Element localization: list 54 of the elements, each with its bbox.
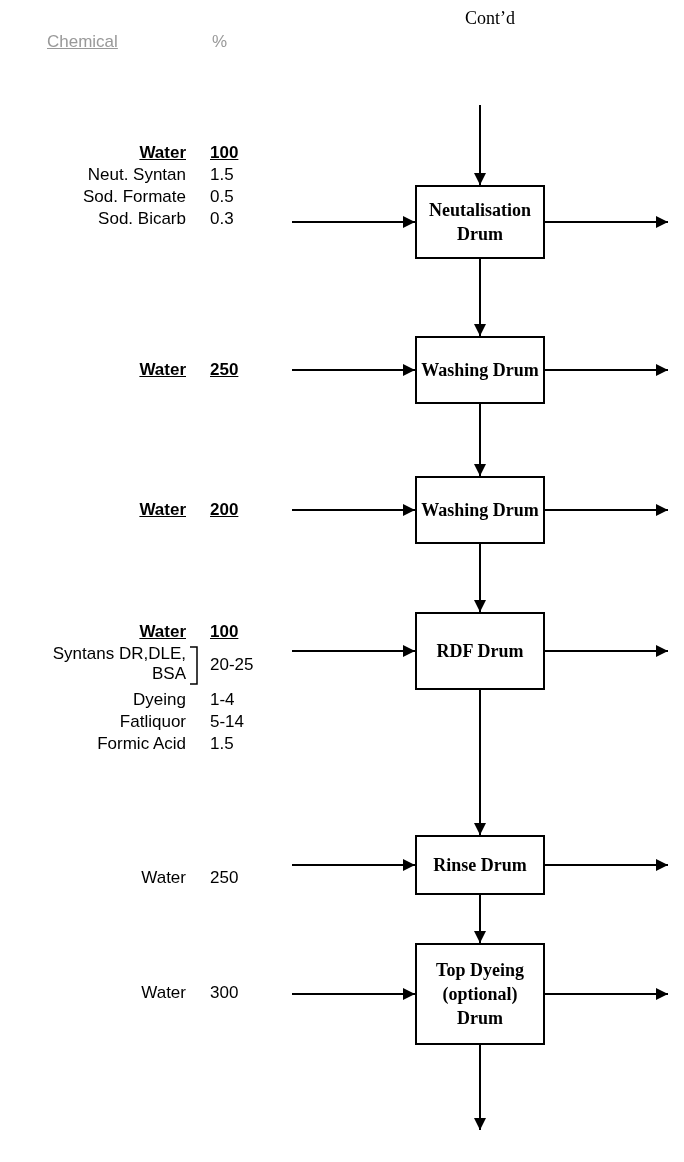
chemical-name: Formic Acid xyxy=(97,734,186,754)
arrow xyxy=(291,859,416,871)
process-box: Washing Drum xyxy=(415,336,545,404)
amount-value: 20-25 xyxy=(210,655,254,675)
arrow xyxy=(544,216,669,228)
amount-value: 5-14 xyxy=(210,712,245,732)
amount-value: 250 xyxy=(210,360,239,380)
arrow xyxy=(474,258,486,337)
chemical-name: Water xyxy=(139,622,186,642)
arrow xyxy=(291,364,416,376)
chemical-name: Water xyxy=(141,983,186,1003)
arrow xyxy=(291,216,416,228)
arrow xyxy=(544,504,669,516)
chemical-name: Water xyxy=(141,868,186,888)
amount-value: 100 xyxy=(210,143,239,163)
process-box: Top Dyeing (optional) Drum xyxy=(415,943,545,1045)
chemical-name: Water xyxy=(139,143,186,163)
chemical-name: Neut. Syntan xyxy=(87,165,186,185)
chemical-name: Sod. Formate xyxy=(83,187,186,207)
arrow xyxy=(474,689,486,836)
arrow xyxy=(474,894,486,944)
arrow xyxy=(474,403,486,477)
chemical-name: Syntans DR,DLE, BSA xyxy=(51,644,186,684)
chemical-name: Dyeing xyxy=(133,690,186,710)
arrow xyxy=(544,859,669,871)
amount-value: 1-4 xyxy=(210,690,235,710)
arrow xyxy=(544,645,669,657)
arrow xyxy=(474,104,486,186)
process-box: Neutalisation Drum xyxy=(415,185,545,259)
chemical-name: Fatliquor xyxy=(119,712,186,732)
process-box: Washing Drum xyxy=(415,476,545,544)
continued-note: Cont’d xyxy=(465,8,515,28)
chemical-name: Water xyxy=(139,360,186,380)
amount-value: 1.5 xyxy=(210,734,234,754)
chemical-name: Sod. Bicarb xyxy=(98,209,186,229)
amount-value: 250 xyxy=(210,868,239,888)
arrow xyxy=(544,364,669,376)
arrow xyxy=(291,988,416,1000)
amount-value: 100 xyxy=(210,622,239,642)
amount-value: 200 xyxy=(210,500,239,520)
amount-value: 0.3 xyxy=(210,209,234,229)
arrow xyxy=(474,543,486,613)
process-box: Rinse Drum xyxy=(415,835,545,895)
process-box: RDF Drum xyxy=(415,612,545,690)
arrow xyxy=(291,645,416,657)
chemical-name: Water xyxy=(139,500,186,520)
arrow xyxy=(474,1044,486,1131)
amount-value: 0.5 xyxy=(210,187,234,207)
amount-value: 1.5 xyxy=(210,165,234,185)
amount-value: 300 xyxy=(210,983,239,1003)
arrow xyxy=(544,988,669,1000)
column-header: Chemical xyxy=(47,32,118,52)
column-header: % xyxy=(212,32,228,52)
arrow xyxy=(291,504,416,516)
